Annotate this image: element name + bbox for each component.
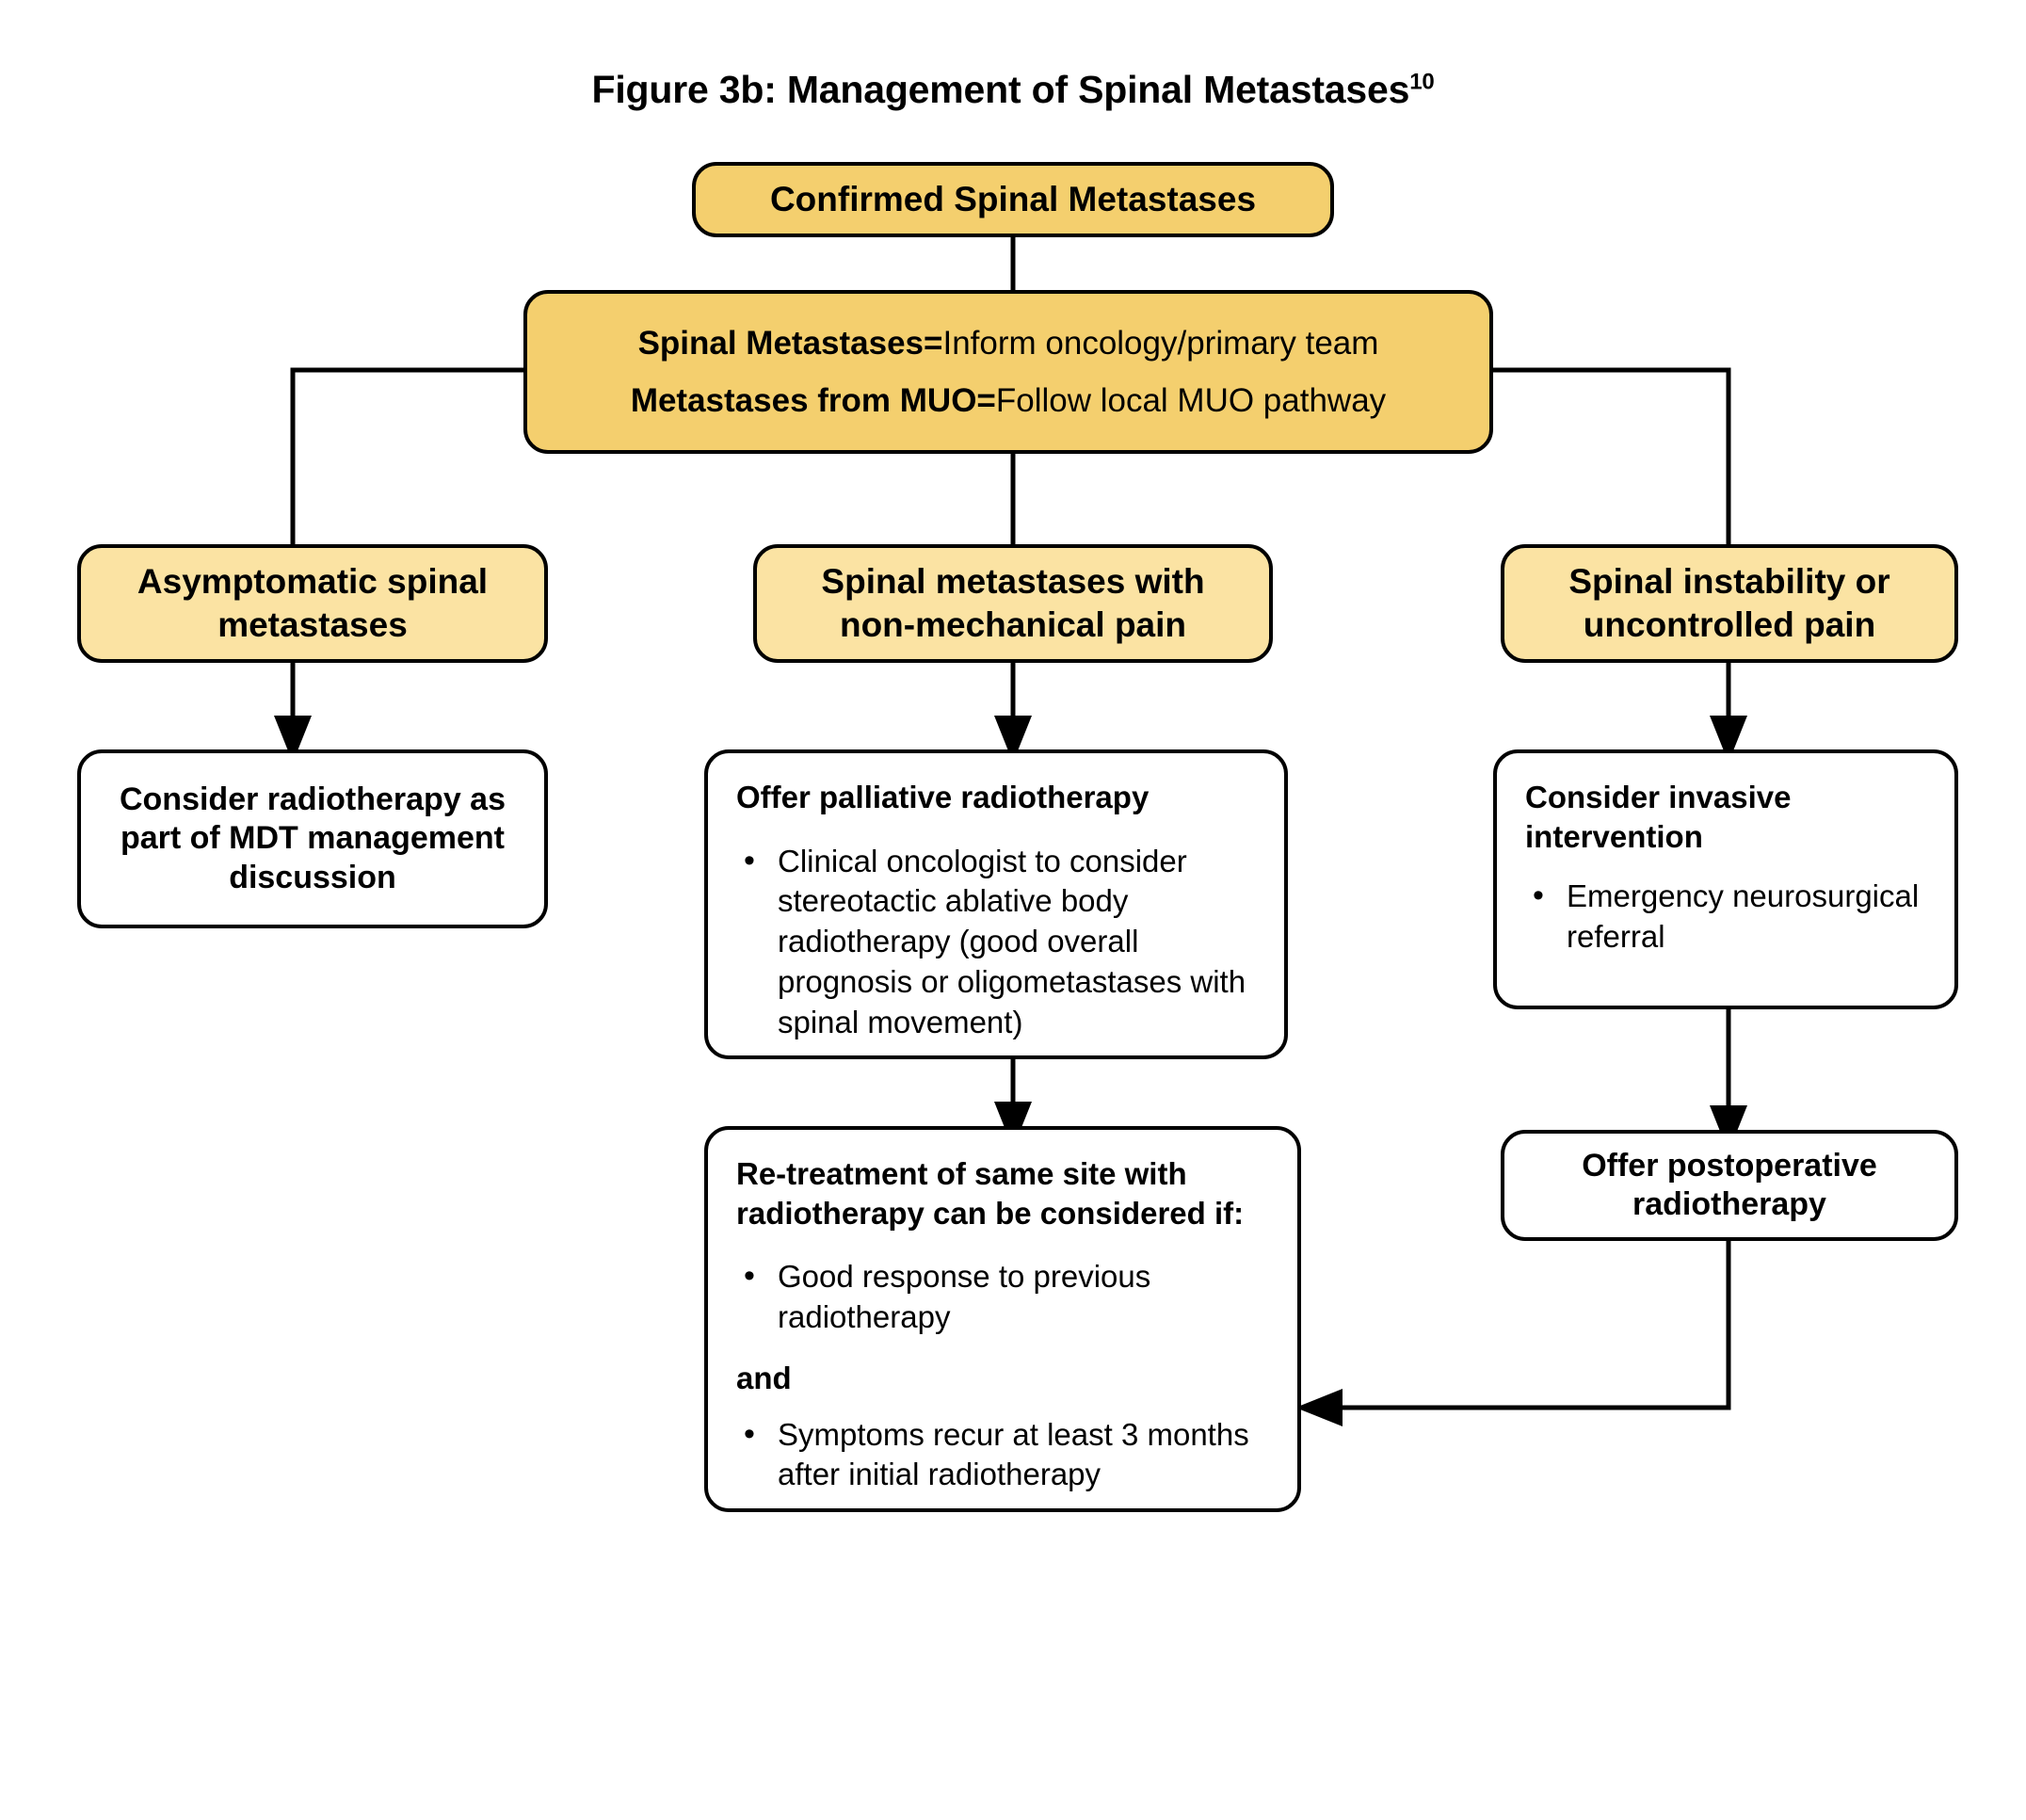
- branch-right-label-line-2: uncontrolled pain: [1583, 605, 1876, 644]
- right-outcome-header-line-2: intervention: [1525, 818, 1703, 854]
- action-band-row-2: Metastases from MUO=Follow local MUO pat…: [555, 379, 1461, 423]
- right-outcome-body: Consider invasive intervention Emergency…: [1497, 753, 1954, 982]
- branch-middle-label-line-1: Spinal metastases with: [821, 561, 1205, 601]
- node-consider-radiotherapy-mdt[interactable]: Consider radiotherapy as part of MDT man…: [77, 749, 548, 928]
- node-action-band[interactable]: Spinal Metastases=Inform oncology/primar…: [523, 290, 1493, 454]
- node-offer-postoperative-radiotherapy[interactable]: Offer postoperative radiotherapy: [1501, 1130, 1958, 1241]
- node-root-label: Confirmed Spinal Metastases: [769, 179, 1257, 218]
- node-confirmed-spinal-metastases[interactable]: Confirmed Spinal Metastases: [692, 162, 1334, 237]
- right-outcome-header: Consider invasive intervention: [1525, 778, 1926, 856]
- right-outcome-header-line-1: Consider invasive: [1525, 780, 1792, 814]
- middle-outcome-body: Offer palliative radiotherapy Clinical o…: [708, 753, 1284, 1068]
- node-spinal-instability-uncontrolled-pain[interactable]: Spinal instability or uncontrolled pain: [1501, 544, 1958, 663]
- figure-title-superscript: 10: [1409, 69, 1435, 95]
- connector-band-to-branch-left: [290, 367, 523, 544]
- branch-middle-text-wrap: Spinal metastases with non-mechanical pa…: [757, 560, 1269, 648]
- retreatment-bullet-list-first: Good response to previous radiotherapy: [736, 1255, 1269, 1338]
- action-band-row-1-bold: Spinal Metastases=: [637, 324, 943, 362]
- node-consider-invasive-intervention[interactable]: Consider invasive intervention Emergency…: [1493, 749, 1958, 1009]
- list-item: Symptoms recur at least 3 months after i…: [736, 1413, 1269, 1496]
- list-item: Emergency neurosurgical referral: [1525, 875, 1926, 958]
- node-spinal-metastases-non-mechanical-pain[interactable]: Spinal metastases with non-mechanical pa…: [753, 544, 1273, 663]
- right-outcome-bullet-list: Emergency neurosurgical referral: [1525, 875, 1926, 958]
- middle-outcome-header: Offer palliative radiotherapy: [736, 780, 1150, 814]
- retreatment-header: Re-treatment of same site with radiother…: [736, 1156, 1245, 1231]
- node-root-text-wrap: Confirmed Spinal Metastases: [696, 178, 1330, 221]
- action-band-row-2-rest: Follow local MUO pathway: [995, 382, 1387, 419]
- action-band-row-1: Spinal Metastases=Inform oncology/primar…: [555, 322, 1461, 365]
- right-postop-text-wrap: Offer postoperative radiotherapy: [1504, 1147, 1954, 1225]
- retreatment-bullet-list-second: Symptoms recur at least 3 months after i…: [736, 1413, 1269, 1496]
- left-outcome-label-line-3: discussion: [229, 859, 396, 895]
- branch-left-label-line-2: metastases: [217, 605, 408, 644]
- branch-middle-label-line-2: non-mechanical pain: [839, 605, 1186, 644]
- connector-band-to-branch-right: [1493, 367, 1731, 544]
- branch-right-label-line-1: Spinal instability or: [1568, 561, 1890, 601]
- left-outcome-text-wrap: Consider radiotherapy as part of MDT man…: [81, 781, 544, 897]
- action-band-row-2-bold: Metastases from MUO=: [630, 382, 996, 419]
- node-offer-palliative-radiotherapy[interactable]: Offer palliative radiotherapy Clinical o…: [704, 749, 1288, 1059]
- retreatment-body: Re-treatment of same site with radiother…: [708, 1130, 1297, 1520]
- action-band-body: Spinal Metastases=Inform oncology/primar…: [527, 307, 1489, 438]
- middle-outcome-bullet-list: Clinical oncologist to consider stereota…: [736, 840, 1256, 1043]
- list-item: Good response to previous radiotherapy: [736, 1255, 1269, 1338]
- node-asymptomatic-spinal-metastases[interactable]: Asymptomatic spinal metastases: [77, 544, 548, 663]
- figure-title-text: Figure 3b: Management of Spinal Metastas…: [591, 68, 1410, 111]
- branch-right-text-wrap: Spinal instability or uncontrolled pain: [1504, 560, 1954, 648]
- action-band-row-1-rest: Inform oncology/primary team: [942, 324, 1379, 362]
- node-retreatment-same-site[interactable]: Re-treatment of same site with radiother…: [704, 1126, 1301, 1512]
- branch-left-label-line-1: Asymptomatic spinal: [137, 561, 489, 601]
- right-postop-label-line-1: Offer postoperative: [1582, 1147, 1877, 1184]
- right-postop-label-line-2: radiotherapy: [1632, 1186, 1826, 1222]
- list-item: Clinical oncologist to consider stereota…: [736, 840, 1256, 1043]
- branch-left-text-wrap: Asymptomatic spinal metastases: [81, 560, 544, 648]
- figure-title: Figure 3b: Management of Spinal Metastas…: [0, 68, 2026, 112]
- connector-postop-to-retreatment-feedback: [1294, 1241, 1731, 1426]
- retreatment-conjunction: and: [736, 1360, 792, 1395]
- left-outcome-label-line-2: part of MDT management: [120, 820, 506, 857]
- left-outcome-label-line-1: Consider radiotherapy as: [119, 781, 506, 817]
